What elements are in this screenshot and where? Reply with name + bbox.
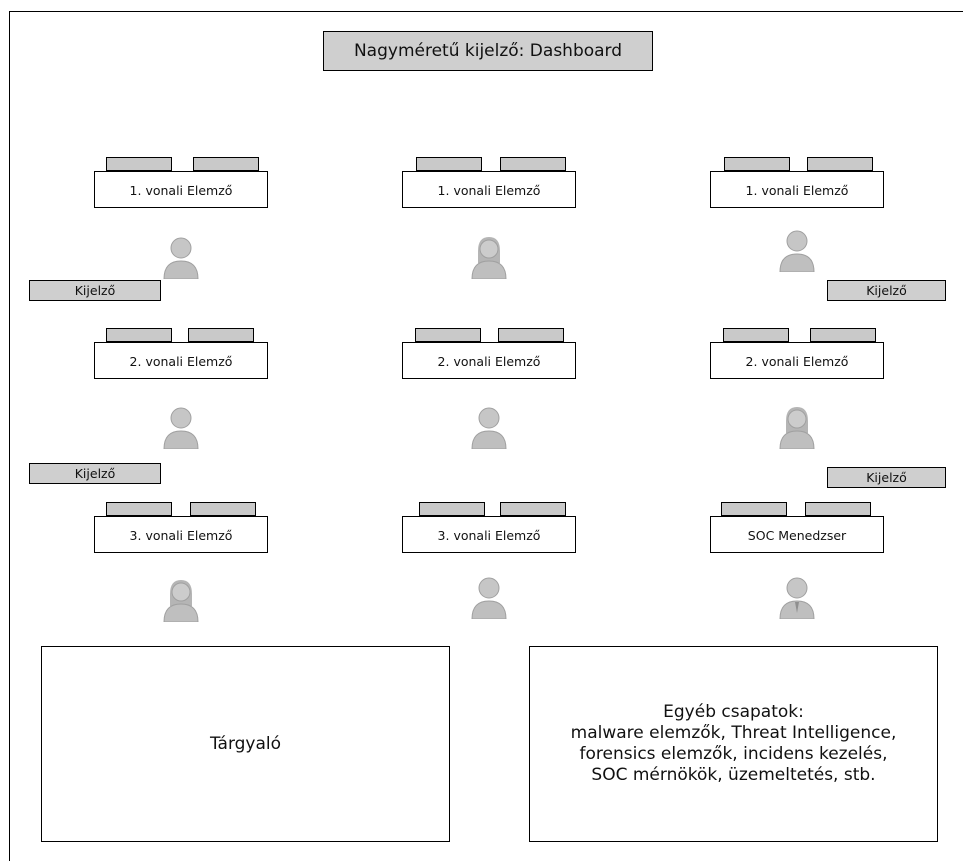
person-avatar-icon [163,580,199,622]
monitor [724,157,790,171]
monitor [193,157,259,171]
other-teams-text: Egyéb csapatok: malware elemzők, Threat … [571,702,897,786]
analyst-desk: 1. vonali Elemző [402,171,576,208]
monitor [500,502,566,516]
monitor [810,328,876,342]
monitor [498,328,564,342]
person-avatar-icon [471,577,507,619]
analyst-desk: 2. vonali Elemző [94,342,268,379]
meeting-room-label: Tárgyaló [209,733,282,754]
other-teams-room: Egyéb csapatok: malware elemzők, Threat … [529,646,938,842]
wall-display: Kijelző [29,280,161,301]
person-avatar-icon [471,407,507,449]
manager-desk: SOC Menedzser [710,516,884,553]
other-teams-line: malware elemzők, Threat Intelligence, [570,723,897,743]
monitor [415,328,481,342]
meeting-room: Tárgyaló [41,646,450,842]
other-teams-line: SOC mérnökök, üzemeltetés, stb. [591,765,876,785]
person-avatar-icon [779,407,815,449]
other-teams-line: forensics elemzők, incidens kezelés, [579,744,888,764]
floor-plan-frame [9,11,963,861]
monitor [419,502,485,516]
monitor [500,157,566,171]
monitor [106,157,172,171]
wall-display: Kijelző [827,467,946,488]
person-avatar-icon [779,230,815,272]
other-teams-heading: Egyéb csapatok: [663,702,804,722]
monitor [190,502,256,516]
monitor [416,157,482,171]
wall-display: Kijelző [29,463,161,484]
monitor [805,502,871,516]
monitor [106,328,172,342]
dashboard-title: Nagyméretű kijelző: Dashboard [323,31,653,71]
analyst-desk: 3. vonali Elemző [94,516,268,553]
analyst-desk: 2. vonali Elemző [710,342,884,379]
analyst-desk: 2. vonali Elemző [402,342,576,379]
monitor [721,502,787,516]
person-avatar-icon [163,407,199,449]
wall-display: Kijelző [827,280,946,301]
monitor [188,328,254,342]
analyst-desk: 1. vonali Elemző [710,171,884,208]
monitor [807,157,873,171]
person-avatar-icon [163,237,199,279]
monitor [106,502,172,516]
person-avatar-icon [471,237,507,279]
analyst-desk: 3. vonali Elemző [402,516,576,553]
analyst-desk: 1. vonali Elemző [94,171,268,208]
person-avatar-icon [779,577,815,619]
monitor [723,328,789,342]
